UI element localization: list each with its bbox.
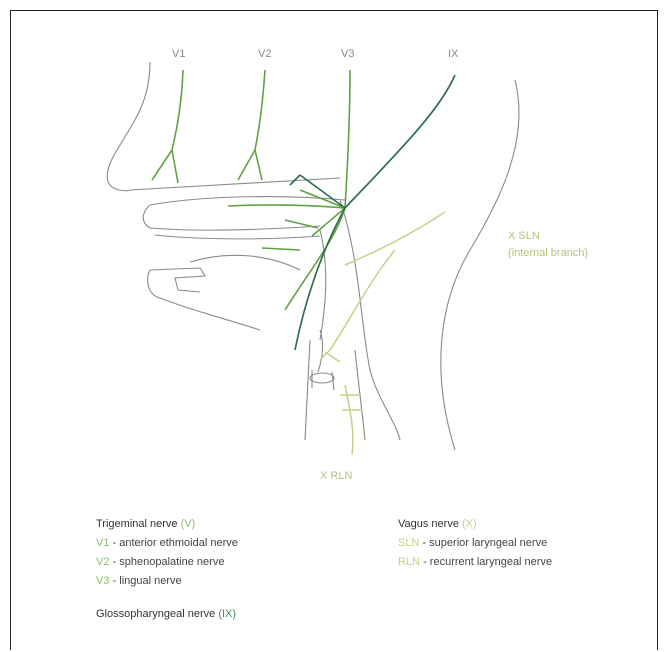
label-x-sln: X SLN xyxy=(508,230,540,242)
label-x-sln-branch: (internal branch) xyxy=(508,247,588,259)
legend-right: Vagus nerve (X) SLN - superior laryngeal… xyxy=(398,515,552,572)
vagus-nerve xyxy=(320,212,445,455)
palate-upper xyxy=(150,197,345,205)
legend-vagus: Vagus nerve (X) xyxy=(398,515,552,534)
legend-v1: V1 - anterior ethmoidal nerve xyxy=(96,534,238,553)
legend-v2: V2 - sphenopalatine nerve xyxy=(96,553,238,572)
label-x-rln: X RLN xyxy=(320,470,352,482)
ix-nerve xyxy=(290,75,455,350)
jaw-line xyxy=(148,270,260,330)
head-outline xyxy=(107,62,519,450)
sln-trunk xyxy=(330,250,395,350)
neck-back xyxy=(441,80,519,450)
v1-nerve xyxy=(152,70,183,183)
nasal-roof-line xyxy=(130,178,340,190)
label-v2: V2 xyxy=(258,48,271,60)
sln-internal-branch xyxy=(345,212,445,265)
label-v1: V1 xyxy=(172,48,185,60)
tongue-upper xyxy=(155,235,320,239)
trachea-front xyxy=(305,340,310,440)
palate-lower xyxy=(143,205,320,230)
larynx-ring xyxy=(310,373,334,383)
v3-nerve xyxy=(228,70,350,310)
legend-glossopharyngeal: Glossopharyngeal nerve (IX) xyxy=(96,605,238,624)
label-v3: V3 xyxy=(341,48,354,60)
legend-left: Trigeminal nerve (V) V1 - anterior ethmo… xyxy=(96,515,238,624)
pharynx-anterior xyxy=(320,230,326,340)
legend-sln: SLN - superior laryngeal nerve xyxy=(398,534,552,553)
legend-v3: V3 - lingual nerve xyxy=(96,572,238,591)
tongue-surface xyxy=(190,255,300,270)
label-ix: IX xyxy=(448,48,458,60)
legend-rln: RLN - recurrent laryngeal nerve xyxy=(398,553,552,572)
nose-profile xyxy=(107,62,150,191)
v2-nerve xyxy=(238,70,265,180)
legend-trigeminal: Trigeminal nerve (V) xyxy=(96,515,238,534)
lip-outline xyxy=(150,268,205,292)
